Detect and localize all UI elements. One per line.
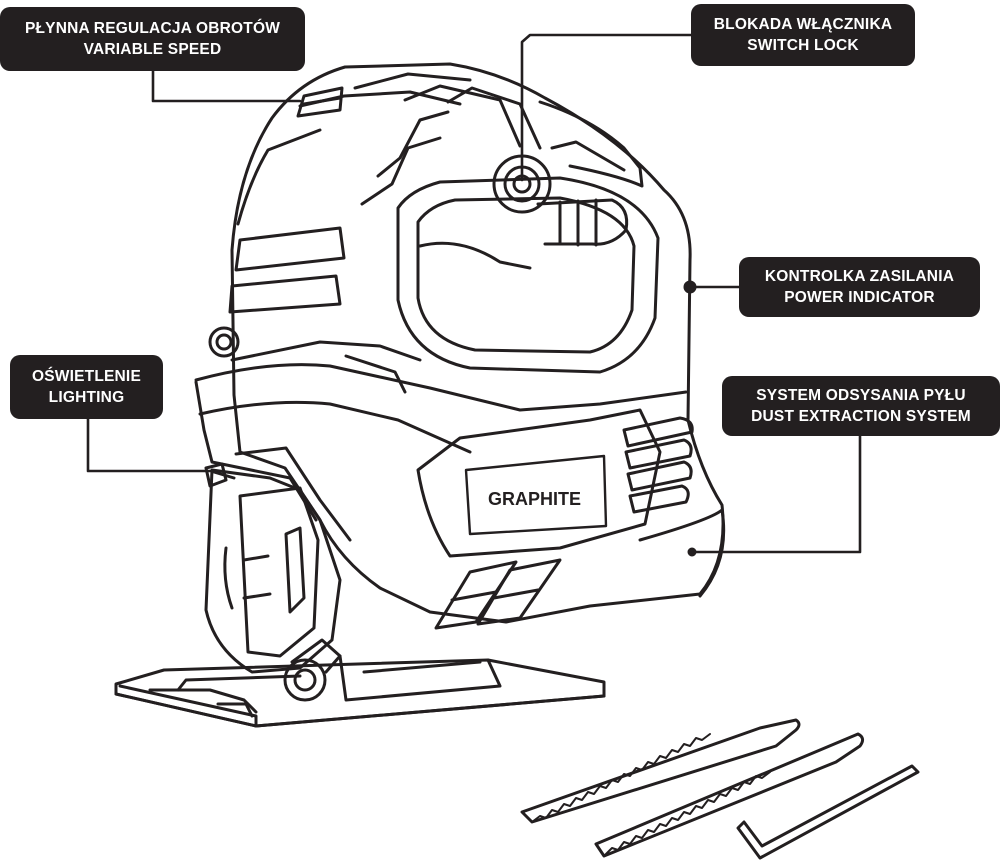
blade-guard xyxy=(204,462,342,674)
callout-switch-lock-en: SWITCH LOCK xyxy=(747,37,859,54)
leader-dust-extraction xyxy=(691,434,862,554)
brand-logo: GRAPHITE xyxy=(488,489,581,509)
callout-power-indicator: KONTROLKA ZASILANIA POWER INDICATOR xyxy=(739,257,980,317)
leader-variable-speed xyxy=(151,69,302,103)
leader-lighting xyxy=(86,417,217,473)
callout-power-indicator-en: POWER INDICATOR xyxy=(784,289,935,306)
callout-lighting-en: LIGHTING xyxy=(48,389,125,406)
callout-switch-lock: BLOKADA WŁĄCZNIKA SWITCH LOCK xyxy=(691,4,915,66)
hex-key xyxy=(736,764,920,860)
callout-dust-extraction-pl: SYSTEM ODSYSANIA PYŁU xyxy=(756,387,966,404)
callout-variable-speed: PŁYNNA REGULACJA OBROTÓW VARIABLE SPEED xyxy=(0,7,305,71)
base-plate xyxy=(114,654,606,728)
callout-lighting-pl: OŚWIETLENIE xyxy=(32,368,141,385)
callout-dust-extraction-en: DUST EXTRACTION SYSTEM xyxy=(751,408,971,425)
callout-switch-lock-pl: BLOKADA WŁĄCZNIKA xyxy=(713,16,893,33)
saw-blade-1 xyxy=(520,718,801,824)
jigsaw-body xyxy=(194,62,726,630)
callout-variable-speed-pl: PŁYNNA REGULACJA OBROTÓW xyxy=(24,20,281,37)
callout-dust-extraction: SYSTEM ODSYSANIA PYŁU DUST EXTRACTION SY… xyxy=(722,376,1000,436)
callout-lighting: OŚWIETLENIE LIGHTING xyxy=(10,355,163,419)
callout-power-indicator-pl: KONTROLKA ZASILANIA xyxy=(764,268,955,285)
callout-variable-speed-en: VARIABLE SPEED xyxy=(83,41,222,58)
saw-blade-2 xyxy=(594,732,865,858)
